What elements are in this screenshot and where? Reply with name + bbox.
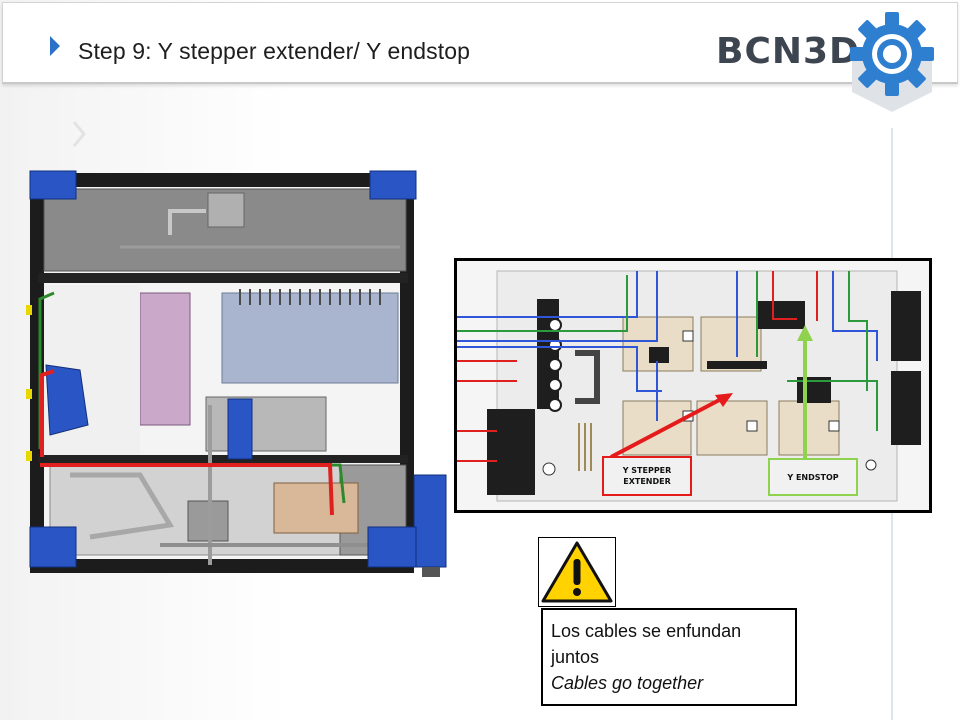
header-bar xyxy=(2,2,958,84)
page-title: Step 9: Y stepper extender/ Y endstop xyxy=(78,38,471,64)
board-diagram xyxy=(457,261,929,510)
y-stepper-extender-callout: Y STEPPER EXTENDER xyxy=(602,456,692,496)
note-spanish-line-1: Los cables se enfundan xyxy=(551,621,742,641)
printer-frame-illustration xyxy=(26,170,447,577)
note-english: Cables go together xyxy=(551,673,704,693)
logo-text: BCN3D xyxy=(716,31,860,72)
y-stepper-extender-label: Y STEPPER EXTENDER xyxy=(622,466,672,486)
y-endstop-callout: Y ENDSTOP xyxy=(768,458,858,496)
gear-logo-icon xyxy=(850,12,934,112)
chevron-right-icon xyxy=(50,36,60,56)
faint-chevron-icon xyxy=(72,121,86,147)
cable-note: Los cables se enfundan juntos Cables go … xyxy=(541,608,797,706)
warning-box xyxy=(538,537,616,607)
note-spanish-line-2: juntos xyxy=(551,647,600,667)
warning-triangle-icon xyxy=(541,541,613,603)
y-endstop-label: Y ENDSTOP xyxy=(787,472,839,482)
electronics-board-image xyxy=(454,258,932,513)
